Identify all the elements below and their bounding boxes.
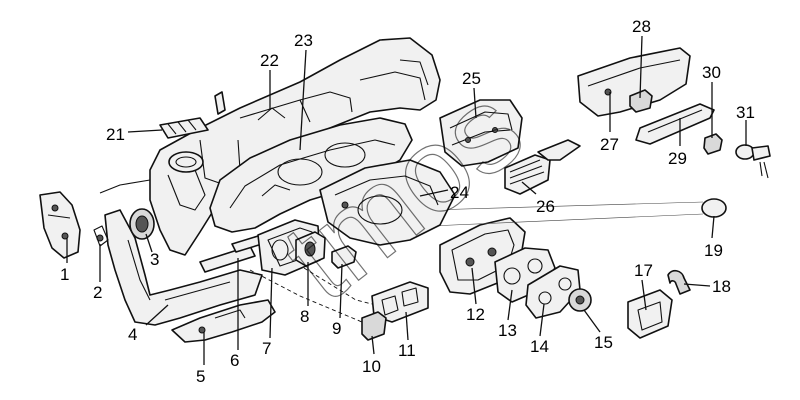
assembly-line-6-10 (249, 269, 363, 323)
callout-3: 3 (150, 250, 159, 269)
callout-9: 9 (332, 319, 341, 338)
part-4-lower-trim (93, 209, 263, 326)
callout-1: 1 (60, 265, 69, 284)
callout-5: 5 (196, 367, 205, 386)
callout-12: 12 (466, 305, 485, 324)
callout-8: 8 (300, 307, 309, 326)
callout-24: 24 (450, 183, 469, 202)
part-6-strip (199, 235, 263, 273)
leader-lines (66, 35, 747, 365)
part-21-grille (159, 117, 209, 139)
callout-4: 4 (128, 325, 137, 344)
part-28-latch (629, 89, 653, 113)
part-15-knob (568, 288, 592, 312)
part-25-audio-unit (439, 99, 523, 167)
part-3-round-vent (129, 208, 155, 240)
part-26-vents (504, 139, 581, 195)
callout-27: 27 (600, 135, 619, 154)
callout-29: 29 (668, 149, 687, 168)
part-22-brace (214, 91, 286, 121)
callout-2: 2 (93, 283, 102, 302)
part-10-switch (361, 311, 387, 341)
callout-19: 19 (704, 241, 723, 260)
callouts: 1 2 3 4 5 6 7 8 9 10 11 12 13 14 15 17 1… (60, 17, 755, 386)
part-17-cup-holder (627, 289, 673, 339)
callout-26: 26 (536, 197, 555, 216)
part-31-lock (735, 144, 771, 179)
callout-31: 31 (736, 103, 755, 122)
part-24-inner-duct (319, 159, 456, 246)
callout-25: 25 (462, 69, 481, 88)
callout-14: 14 (530, 337, 549, 356)
callout-22: 22 (260, 51, 279, 70)
part-29-glovebox-lid (635, 103, 715, 145)
callout-23: 23 (294, 31, 313, 50)
part-9-small-switch (331, 245, 357, 269)
callout-7: 7 (262, 339, 271, 358)
part-19-lens (429, 198, 727, 227)
callout-18: 18 (712, 277, 731, 296)
part-18-hook (667, 269, 691, 295)
cluster-hood (209, 117, 413, 233)
callout-21: 21 (106, 125, 125, 144)
callout-10: 10 (362, 357, 381, 376)
part-27-upper-glovebox (577, 47, 691, 117)
part-30-clip (703, 133, 723, 155)
callout-28: 28 (632, 17, 651, 36)
dashboard-body (99, 37, 441, 256)
part-5-lower-panel (171, 299, 276, 343)
assembly-line-8-11 (303, 267, 373, 305)
callout-11: 11 (398, 341, 416, 360)
part-8-knob (295, 231, 326, 267)
callout-17: 17 (634, 261, 653, 280)
callout-6: 6 (230, 351, 239, 370)
callout-30: 30 (702, 63, 721, 82)
part-1-side-bracket (39, 191, 81, 259)
callout-15: 15 (594, 333, 613, 352)
callout-13: 13 (498, 321, 517, 340)
